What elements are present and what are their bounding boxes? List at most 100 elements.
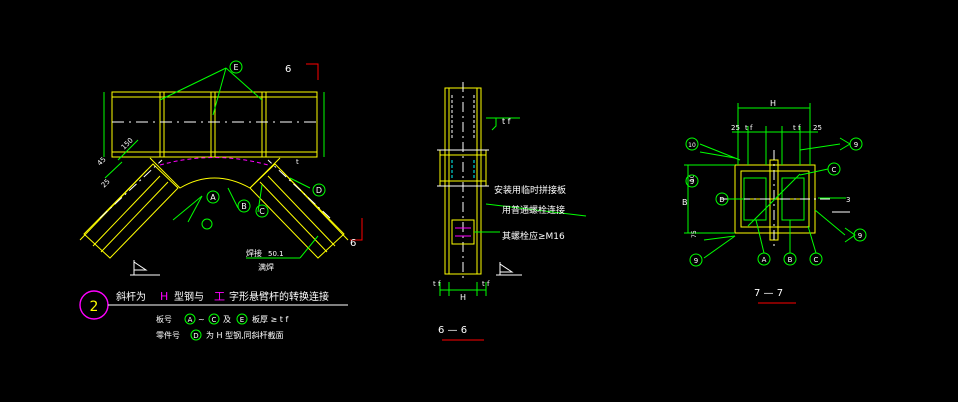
right-dim-75: 75 xyxy=(691,230,698,238)
right-callout-9-left: 9 xyxy=(685,174,699,188)
right-callout-10: 10 xyxy=(685,137,699,151)
right-dim-3: 3 xyxy=(846,196,850,204)
right-callout-9-top: 9 xyxy=(849,137,863,151)
dim-t1: t f xyxy=(433,280,441,288)
tf-label: t f xyxy=(502,117,511,126)
splice-note: 安装用临时拼接板 用普通螺栓连接 其螺栓应≥M16 xyxy=(474,184,587,242)
right-callout-b: B xyxy=(783,252,797,266)
svg-text:9: 9 xyxy=(694,257,698,265)
right-top-dims xyxy=(732,103,818,165)
svg-text:D: D xyxy=(316,186,322,195)
right-callout-c-bottom: C xyxy=(809,252,823,266)
dim-150-line xyxy=(117,139,139,161)
hidden-weld-line xyxy=(159,157,269,166)
section-7-title: 7 — 7 xyxy=(754,288,783,299)
svg-text:C: C xyxy=(832,166,837,174)
svg-text:9: 9 xyxy=(854,141,858,149)
note1-e: E xyxy=(240,316,244,324)
right-callout-9-right: 9 xyxy=(853,228,867,242)
callout-d-small xyxy=(201,218,213,230)
note-line3: 其螺栓应≥M16 xyxy=(502,230,565,242)
svg-text:D: D xyxy=(719,196,724,204)
title-part2: 型钢与 xyxy=(174,290,204,303)
diagonal-stiffener xyxy=(747,173,801,227)
bolt-rows xyxy=(451,95,475,178)
section-mark-6-bottom: 6 xyxy=(350,218,363,249)
right-dim-tf2: t f xyxy=(793,124,801,132)
dim-25-line xyxy=(104,161,123,179)
flag-symbol-middle xyxy=(496,262,522,276)
note2-label: 零件号 xyxy=(156,330,180,340)
weld-size: 50.1 xyxy=(268,250,284,258)
callout-c: C xyxy=(255,204,269,218)
right-dim-tf1: t f xyxy=(745,124,753,132)
svg-text:B: B xyxy=(241,202,247,211)
svg-text:C: C xyxy=(259,207,265,216)
angle-label: 45 xyxy=(96,155,108,167)
left-diagonal-member xyxy=(79,163,179,259)
svg-text:A: A xyxy=(210,193,216,202)
title-h-symbol: H xyxy=(160,290,168,303)
note2-text: 为 H 型钢,同斜杆截面 xyxy=(206,330,284,340)
note2-d: D xyxy=(193,332,198,340)
right-callout-9-bottom: 9 xyxy=(689,253,703,267)
weld-note: 焊接 50.1 满焊 xyxy=(246,235,319,272)
middle-section-view: t f 安装用临时拼接板 用普通螺栓连接 其螺栓应≥M16 t f H t f … xyxy=(433,82,587,341)
right-callout-c-top: C xyxy=(827,162,841,176)
splice-plate xyxy=(451,219,475,245)
weld-note-text: 满焊 xyxy=(258,262,274,272)
right-dim-b: B xyxy=(682,198,688,207)
note1-and: 及 xyxy=(223,315,231,324)
weld-label: 焊接 xyxy=(246,248,262,258)
left-detail-view: E A B C D 6 6 45 25 xyxy=(79,60,363,341)
svg-text:9: 9 xyxy=(690,178,694,186)
transfer-plate xyxy=(149,157,281,189)
note-line2: 用普通螺栓连接 xyxy=(502,204,565,216)
callout-a: A xyxy=(206,190,220,204)
right-dim-10: 10 xyxy=(689,174,696,182)
callout-e: E xyxy=(229,60,243,74)
dim-t2: t f xyxy=(482,280,490,288)
title-i-symbol: 工 xyxy=(214,290,225,303)
callout-b: B xyxy=(237,199,251,213)
right-dim-h: H xyxy=(770,99,776,108)
svg-text:10: 10 xyxy=(688,142,696,149)
svg-text:C: C xyxy=(814,256,819,264)
dim-t-label: t xyxy=(296,158,299,166)
svg-text:B: B xyxy=(788,256,793,264)
cantilever-beam xyxy=(111,91,318,158)
svg-text:A: A xyxy=(762,256,767,264)
middle-dims: t f H t f xyxy=(433,280,490,302)
right-diag-centerline xyxy=(267,159,331,219)
title-part3: 字形悬臂杆的转换连接 xyxy=(229,290,329,303)
note-line1: 安装用临时拼接板 xyxy=(494,184,566,196)
right-callout-leaders xyxy=(728,168,829,254)
note1-tilde: ~ xyxy=(198,315,205,324)
note1-label: 板号 xyxy=(156,314,172,324)
right-callout-a: A xyxy=(757,252,771,266)
svg-text:9: 9 xyxy=(858,232,862,240)
right-dim-25b: 25 xyxy=(813,124,822,132)
flag-symbol-left xyxy=(130,260,160,276)
right-section-view: H 25 t f t f 25 B 10 75 3 xyxy=(682,99,867,304)
dim-150-label: 150 xyxy=(120,136,135,151)
callout-d: D xyxy=(312,183,326,197)
dim-h: H xyxy=(460,293,466,302)
tf-leader: t f xyxy=(486,117,520,131)
right-dim-25a: 25 xyxy=(731,124,740,132)
weld-symbols xyxy=(699,137,856,259)
section-mark-6-top: 6 xyxy=(285,63,319,80)
title-number: 2 xyxy=(90,299,99,315)
note1-a: A xyxy=(188,316,193,324)
svg-text:6: 6 xyxy=(285,64,291,75)
svg-text:6: 6 xyxy=(350,238,356,249)
callout-e-leaders xyxy=(159,67,311,223)
section-6-title: 6 — 6 xyxy=(438,325,467,336)
note1-text: 板厚 ≥ t f xyxy=(252,314,288,324)
box-section xyxy=(734,159,816,241)
left-title-block: 2 斜杆为 H 型钢与 工 字形悬臂杆的转换连接 板号 A ~ C 及 E 板厚… xyxy=(79,290,348,341)
title-part1: 斜杆为 xyxy=(116,290,146,303)
note1-c: C xyxy=(212,316,217,324)
dim-25-label: 25 xyxy=(100,177,112,189)
